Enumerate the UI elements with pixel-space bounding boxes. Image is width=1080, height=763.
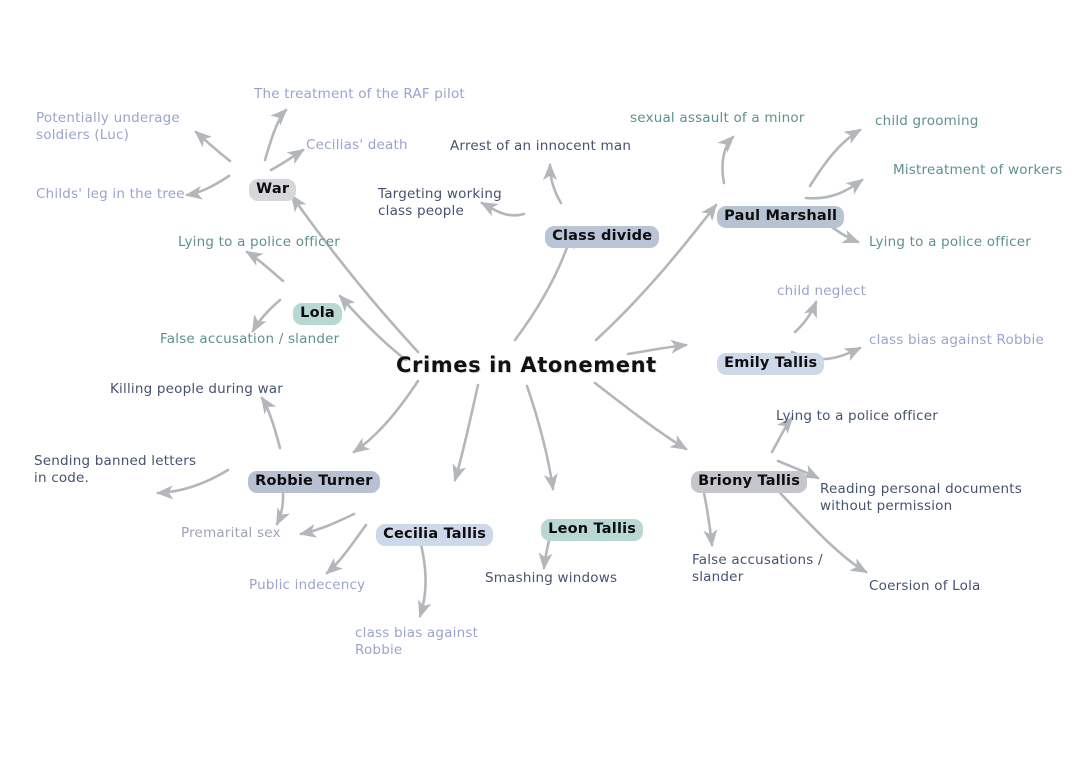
leaf-child-neglect[interactable]: child neglect xyxy=(777,283,867,299)
edge-cecilia-premarital xyxy=(298,512,356,538)
category-node-leon-tallis[interactable]: Leon Tallis xyxy=(520,498,644,561)
category-label-class-divide: Class divide xyxy=(545,226,660,249)
leaf-public-indecency[interactable]: Public indecency xyxy=(249,577,366,593)
leaf-mistreatment-of-workers[interactable]: Mistreatment of workers xyxy=(893,162,1063,178)
category-label-robbie-turner: Robbie Turner xyxy=(248,471,380,494)
category-label-war: War xyxy=(249,179,297,202)
leaf-childs-leg-in-the-tree[interactable]: Childs' leg in the tree xyxy=(36,186,185,202)
category-label-paul-marshall: Paul Marshall xyxy=(717,206,845,229)
leaf-targeting-working-class-people[interactable]: Targeting working class people xyxy=(378,186,502,220)
leaf-child-grooming[interactable]: child grooming xyxy=(875,113,979,129)
edge-war-raf xyxy=(263,108,288,162)
category-node-war[interactable]: War xyxy=(228,158,297,221)
edge-lola-lying xyxy=(245,250,285,283)
leaf-lola-lying-to-a-police-officer[interactable]: Lying to a police officer xyxy=(178,234,340,250)
edge-cd-arrest xyxy=(542,162,563,205)
center-node-title[interactable]: Crimes in Atonement xyxy=(396,353,657,377)
category-label-lola: Lola xyxy=(293,303,342,326)
leaf-cecilias-death[interactable]: Cecilias' death xyxy=(306,137,408,153)
leaf-sexual-assault-of-a-minor[interactable]: sexual assault of a minor xyxy=(630,110,805,126)
category-node-lola[interactable]: Lola xyxy=(272,282,342,345)
leaf-reading-personal-documents[interactable]: Reading personal documents without permi… xyxy=(820,481,1023,515)
edge-center-cecilia xyxy=(452,383,480,482)
edge-emily-neglect xyxy=(793,300,818,334)
leaf-coersion-of-lola[interactable]: Coersion of Lola xyxy=(869,578,981,594)
leaf-briony-false-accusations-slander[interactable]: False accusations / slander xyxy=(692,552,823,586)
category-label-cecilia-tallis: Cecilia Tallis xyxy=(376,524,494,547)
category-label-briony-tallis: Briony Tallis xyxy=(691,471,808,494)
leaf-arrest-of-an-innocent-man[interactable]: Arrest of an innocent man xyxy=(450,138,632,154)
leaf-briony-lying-to-a-police-officer[interactable]: Lying to a police officer xyxy=(776,408,938,424)
category-node-class-divide[interactable]: Class divide xyxy=(524,205,660,268)
category-node-robbie-turner[interactable]: Robbie Turner xyxy=(227,450,380,513)
edge-paul-grooming xyxy=(808,128,862,188)
edge-center-lola xyxy=(338,294,408,362)
leaf-potentially-underage-soldiers[interactable]: Potentially underage soldiers (Luc) xyxy=(36,110,180,144)
edge-center-briony xyxy=(593,381,688,451)
category-node-emily-tallis[interactable]: Emily Tallis xyxy=(696,332,825,395)
leaf-killing-people-during-war[interactable]: Killing people during war xyxy=(110,381,284,397)
edge-center-leon xyxy=(525,384,558,492)
category-node-paul-marshall[interactable]: Paul Marshall xyxy=(696,185,845,248)
leaf-false-accusation-slander[interactable]: False accusation / slander xyxy=(160,331,340,347)
leaf-paul-lying-to-a-police-officer[interactable]: Lying to a police officer xyxy=(869,234,1031,250)
edge-paul-assault xyxy=(717,135,735,185)
edge-center-robbie xyxy=(352,379,420,454)
category-node-briony-tallis[interactable]: Briony Tallis xyxy=(670,450,808,513)
category-node-cecilia-tallis[interactable]: Cecilia Tallis xyxy=(355,503,494,566)
edge-robbie-killing xyxy=(260,396,282,450)
leaf-emily-class-bias-against-robbie[interactable]: class bias against Robbie xyxy=(869,332,1044,348)
leaf-cecilia-class-bias-against-robbie[interactable]: class bias against Robbie xyxy=(355,625,479,659)
category-label-emily-tallis: Emily Tallis xyxy=(717,353,825,376)
edge-war-underage xyxy=(194,130,232,163)
leaf-the-treatment-of-the-raf-pilot[interactable]: The treatment of the RAF pilot xyxy=(254,86,465,102)
leaf-sending-banned-letters-in-code[interactable]: Sending banned letters in code. xyxy=(34,453,197,487)
category-label-leon-tallis: Leon Tallis xyxy=(541,519,644,542)
edge-war-childsleg xyxy=(184,174,231,200)
leaf-smashing-windows[interactable]: Smashing windows xyxy=(485,570,618,586)
leaf-robbie-premarital-sex[interactable]: Premarital sex xyxy=(181,525,281,541)
